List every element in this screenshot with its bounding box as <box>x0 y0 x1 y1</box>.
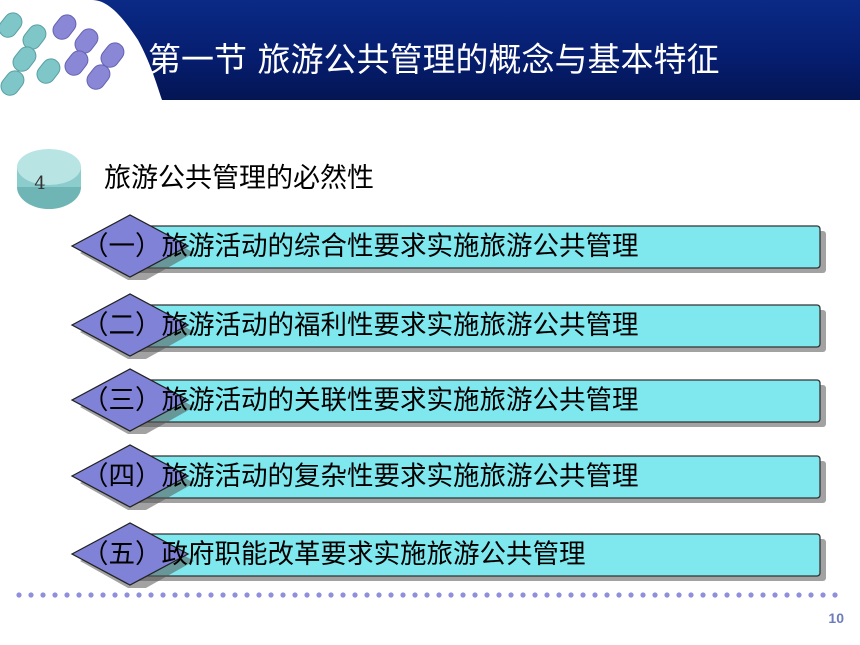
divider-dot <box>820 592 826 598</box>
divider-dot <box>208 592 214 598</box>
divider-dot <box>712 592 718 598</box>
page-number: 10 <box>828 610 844 626</box>
divider-dot <box>436 592 442 598</box>
divider-dot <box>532 592 538 598</box>
divider-dot <box>100 592 106 598</box>
divider-dot <box>232 592 238 598</box>
divider-dot <box>136 592 142 598</box>
divider-dot <box>148 592 154 598</box>
divider-dot <box>664 592 670 598</box>
divider-dot <box>328 592 334 598</box>
divider-dot <box>424 592 430 598</box>
divider-dot <box>376 592 382 598</box>
divider-dot <box>268 592 274 598</box>
divider-dot <box>688 592 694 598</box>
divider-dot <box>256 592 262 598</box>
divider-dot <box>784 592 790 598</box>
divider-dot <box>160 592 166 598</box>
divider-dot <box>448 592 454 598</box>
divider-dot <box>796 592 802 598</box>
divider-dot <box>304 592 310 598</box>
divider-dot <box>412 592 418 598</box>
divider-dot <box>172 592 178 598</box>
header-decoration <box>0 0 162 100</box>
divider-dot <box>364 592 370 598</box>
divider-dot <box>184 592 190 598</box>
divider-dot <box>400 592 406 598</box>
divider-dot <box>508 592 514 598</box>
item-label: （一）旅游活动的综合性要求实施旅游公共管理 <box>82 231 639 262</box>
list-item: （一）旅游活动的综合性要求实施旅游公共管理 <box>68 214 833 280</box>
divider-dot <box>484 592 490 598</box>
divider-dot <box>832 592 838 598</box>
divider-dot <box>580 592 586 598</box>
dotted-divider <box>16 592 838 598</box>
divider-dot <box>628 592 634 598</box>
purple-pill-graphic <box>52 14 125 90</box>
list-item: （五）政府职能改革要求实施旅游公共管理 <box>68 522 833 588</box>
divider-dot <box>496 592 502 598</box>
divider-dot <box>52 592 58 598</box>
divider-dot <box>220 592 226 598</box>
divider-dot <box>568 592 574 598</box>
list-item: （四）旅游活动的复杂性要求实施旅游公共管理 <box>68 444 833 510</box>
divider-dot <box>40 592 46 598</box>
divider-dot <box>196 592 202 598</box>
divider-dot <box>760 592 766 598</box>
divider-dot <box>28 592 34 598</box>
divider-dot <box>340 592 346 598</box>
divider-dot <box>316 592 322 598</box>
cylinder-badge <box>17 149 81 209</box>
divider-dot <box>352 592 358 598</box>
divider-dot <box>544 592 550 598</box>
divider-dot <box>64 592 70 598</box>
divider-dot <box>124 592 130 598</box>
divider-dot <box>772 592 778 598</box>
badge-number: 4 <box>34 173 46 194</box>
divider-dot <box>88 592 94 598</box>
divider-dot <box>676 592 682 598</box>
divider-dot <box>388 592 394 598</box>
divider-dot <box>292 592 298 598</box>
divider-dot <box>604 592 610 598</box>
divider-dot <box>460 592 466 598</box>
item-label: （五）政府职能改革要求实施旅游公共管理 <box>82 539 586 570</box>
slide-title: 第一节 旅游公共管理的概念与基本特征 <box>148 40 720 79</box>
divider-dot <box>16 592 22 598</box>
divider-dot <box>640 592 646 598</box>
divider-dot <box>748 592 754 598</box>
divider-dot <box>520 592 526 598</box>
divider-dot <box>592 592 598 598</box>
divider-dot <box>556 592 562 598</box>
list-item: （二）旅游活动的福利性要求实施旅游公共管理 <box>68 293 833 359</box>
divider-dot <box>700 592 706 598</box>
divider-dot <box>616 592 622 598</box>
divider-dot <box>244 592 250 598</box>
divider-dot <box>736 592 742 598</box>
divider-dot <box>652 592 658 598</box>
section-subheading: 旅游公共管理的必然性 <box>104 163 374 194</box>
divider-dot <box>76 592 82 598</box>
item-label: （四）旅游活动的复杂性要求实施旅游公共管理 <box>82 461 639 492</box>
divider-dot <box>280 592 286 598</box>
teal-pill-graphic <box>0 12 61 96</box>
list-item: （三）旅游活动的关联性要求实施旅游公共管理 <box>68 368 833 434</box>
item-label: （三）旅游活动的关联性要求实施旅游公共管理 <box>82 385 639 416</box>
divider-dot <box>724 592 730 598</box>
divider-dot <box>112 592 118 598</box>
divider-dot <box>808 592 814 598</box>
item-label: （二）旅游活动的福利性要求实施旅游公共管理 <box>82 310 639 341</box>
divider-dot <box>472 592 478 598</box>
